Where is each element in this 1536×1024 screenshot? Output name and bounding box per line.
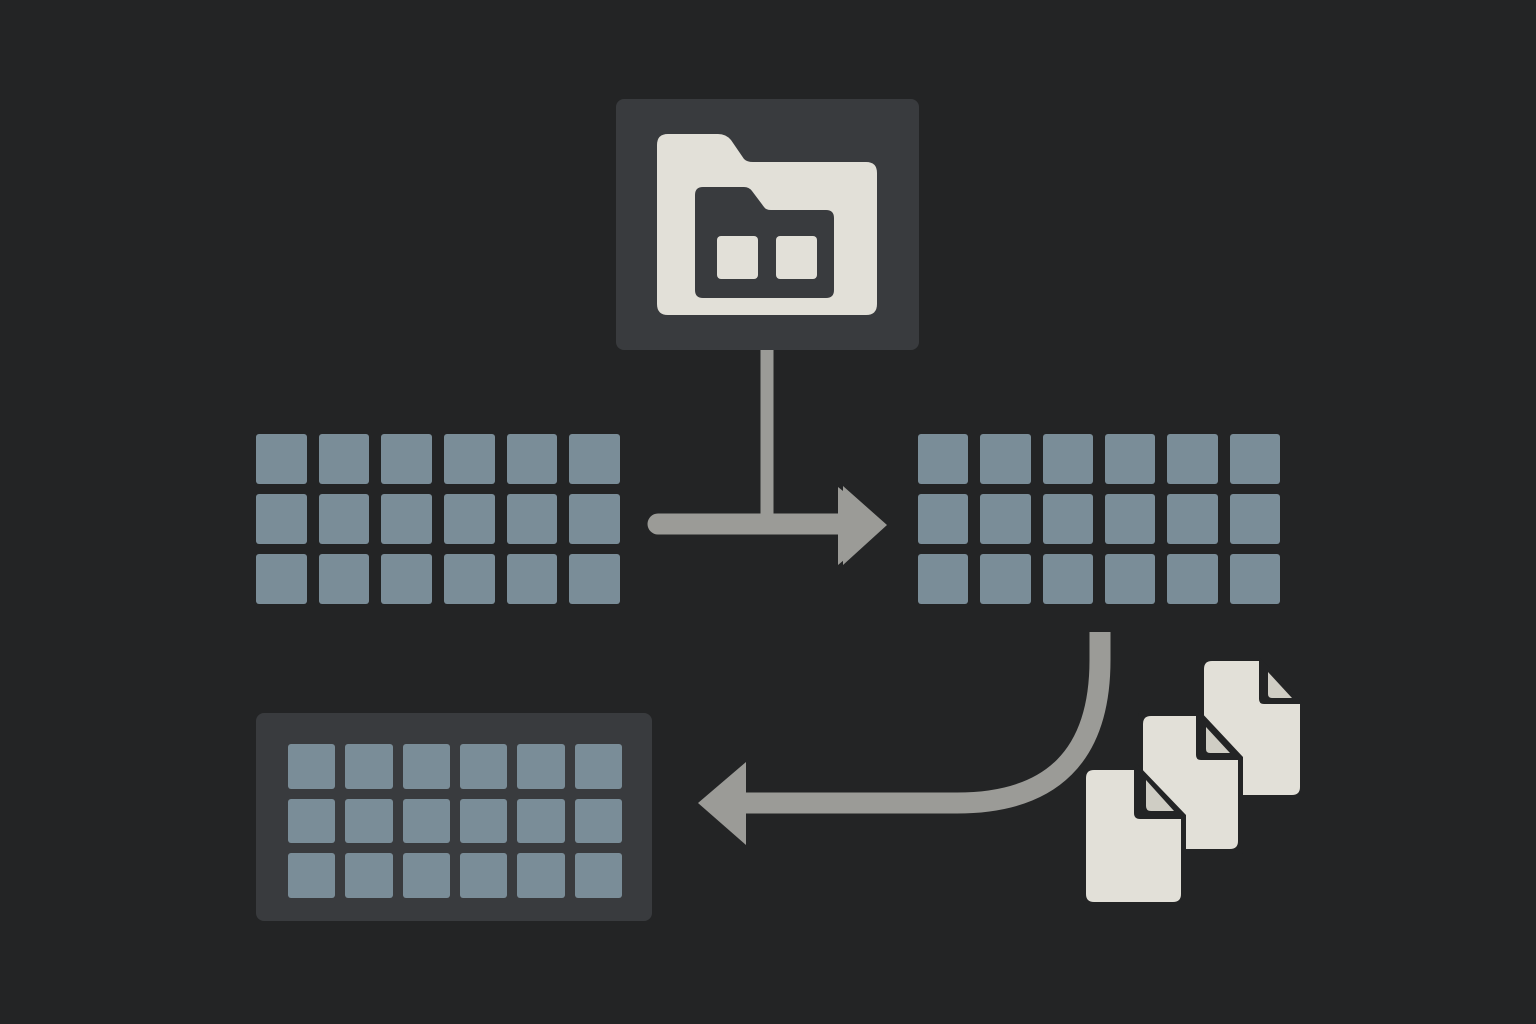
- grid-cell: [459, 744, 508, 789]
- grid-cell: [918, 554, 969, 604]
- curved-arrow-left-icon: [698, 632, 1111, 845]
- grid-cell: [288, 853, 336, 898]
- grid-cell: [402, 798, 450, 844]
- document-front: [1082, 764, 1186, 906]
- grid-cell: [980, 494, 1031, 544]
- output-grid: [288, 744, 622, 898]
- grid-cell: [288, 798, 336, 844]
- grid-cell: [256, 434, 307, 484]
- grid-cell: [256, 554, 307, 604]
- grid-cell: [1229, 434, 1280, 484]
- grid-cell: [569, 434, 620, 484]
- grid-cell: [517, 798, 565, 844]
- grid-cell: [1042, 434, 1093, 484]
- target-grid: [918, 434, 1280, 604]
- grid-cell: [506, 494, 558, 544]
- grid-cell: [574, 853, 622, 898]
- grid-cell: [574, 798, 622, 844]
- grid-cell: [444, 554, 495, 604]
- grid-cell: [318, 494, 370, 544]
- grid-cell: [569, 494, 620, 544]
- grid-cell: [444, 434, 495, 484]
- grid-cell: [1104, 434, 1156, 484]
- grid-cell: [402, 853, 450, 898]
- grid-cell: [345, 798, 393, 844]
- grid-cell: [444, 494, 495, 544]
- grid-cell: [256, 494, 307, 544]
- grid-cell: [381, 554, 432, 604]
- grid-cell: [574, 744, 622, 789]
- grid-cell: [506, 434, 558, 484]
- grid-cell: [381, 434, 432, 484]
- document-stack-icon: [1082, 657, 1304, 906]
- grid-cell: [1167, 494, 1218, 544]
- grid-cell: [318, 554, 370, 604]
- grid-cell: [980, 554, 1031, 604]
- grid-cell: [402, 744, 450, 789]
- grid-cell: [1229, 494, 1280, 544]
- folder-icon: [657, 134, 877, 315]
- grid-cell: [918, 434, 969, 484]
- grid-cell: [506, 554, 558, 604]
- grid-cell: [288, 744, 336, 789]
- grid-cell: [1042, 554, 1093, 604]
- grid-cell: [569, 554, 620, 604]
- grid-cell: [517, 744, 565, 789]
- grid-cell: [459, 798, 508, 844]
- grid-cell: [1229, 554, 1280, 604]
- grid-cell: [459, 853, 508, 898]
- grid-cell: [345, 744, 393, 789]
- grid-cell: [1167, 554, 1218, 604]
- arrow-right-icon: [647, 486, 887, 565]
- grid-cell: [980, 434, 1031, 484]
- grid-cell: [1104, 494, 1156, 544]
- grid-cell: [345, 853, 393, 898]
- grid-cell: [517, 853, 565, 898]
- grid-cell: [918, 494, 969, 544]
- source-grid: [256, 434, 620, 604]
- grid-cell: [381, 494, 432, 544]
- grid-cell: [1104, 554, 1156, 604]
- grid-cell: [1167, 434, 1218, 484]
- grid-cell: [1042, 494, 1093, 544]
- grid-cell: [318, 434, 370, 484]
